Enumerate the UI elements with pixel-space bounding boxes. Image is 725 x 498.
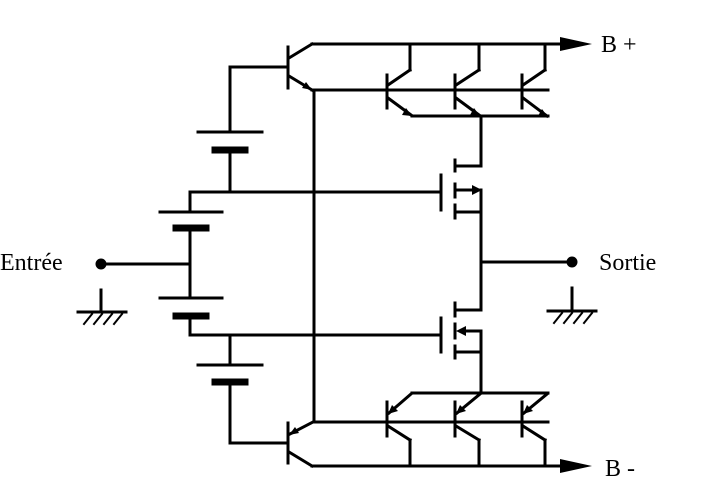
input-ground-symbol bbox=[76, 288, 128, 326]
bottom-output-transistor-2 bbox=[453, 391, 483, 468]
top-output-transistor-1 bbox=[385, 42, 414, 118]
top-mosfet bbox=[439, 158, 483, 220]
positive-supply-rail bbox=[310, 37, 592, 51]
input-battery-stack bbox=[158, 190, 224, 337]
output-label: Sortie bbox=[599, 250, 657, 276]
positive-supply-label: B + bbox=[601, 32, 637, 58]
positive-supply-arrow bbox=[560, 37, 592, 51]
negative-supply-label: B - bbox=[605, 456, 635, 482]
input-label: Entrée bbox=[0, 250, 63, 276]
output-terminal bbox=[479, 256, 578, 268]
bottom-output-transistor-3 bbox=[520, 391, 550, 468]
top-output-transistor-2 bbox=[453, 42, 482, 118]
upper-bias-battery bbox=[196, 130, 264, 194]
negative-supply-arrow bbox=[560, 459, 592, 473]
negative-supply-rail bbox=[310, 459, 592, 473]
top-output-transistor-3 bbox=[520, 42, 550, 119]
lower-bias-battery bbox=[196, 333, 290, 445]
bottom-mosfet bbox=[439, 301, 483, 395]
top-driver-transistor bbox=[228, 41, 315, 134]
output-ground-symbol bbox=[546, 286, 598, 325]
bottom-driver-transistor bbox=[286, 419, 316, 469]
bottom-output-transistor-1 bbox=[385, 391, 414, 468]
input-terminal bbox=[95, 258, 192, 270]
